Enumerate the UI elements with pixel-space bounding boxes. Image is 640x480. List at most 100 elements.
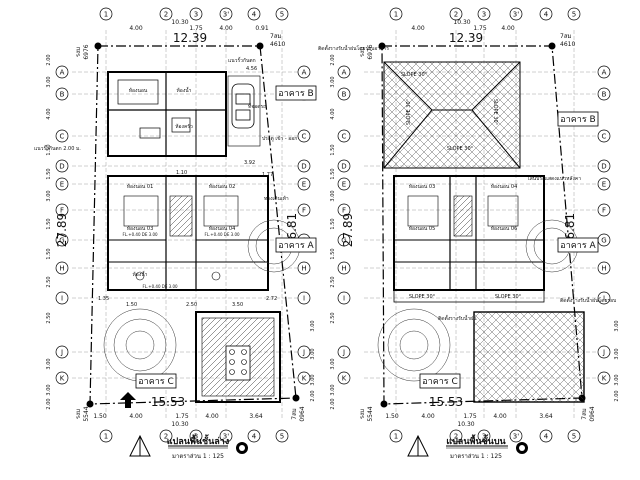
grid-row-bubble: J xyxy=(337,345,351,359)
grid-row-bubble: K xyxy=(297,371,311,385)
ground-top-dim-2: 10.30 xyxy=(171,19,188,26)
grid-row-bubble: D xyxy=(297,159,311,173)
grid-bubble-label: D xyxy=(301,163,306,171)
row-dim: 2.00 xyxy=(310,390,316,401)
upper-boundary-top: 12.39 xyxy=(449,31,483,45)
ground-corner-nw-2: 6976 xyxy=(83,44,90,59)
row-dim: 1.50 xyxy=(46,144,52,155)
grid-row-bubble: F xyxy=(55,203,69,217)
row-dim: 2.50 xyxy=(330,276,336,287)
ground-room-b-2: ห้องน้ำ xyxy=(177,85,192,94)
grid-bubble-label: G xyxy=(601,237,606,245)
grid-col-bubble: 5 xyxy=(275,429,289,443)
upper-top-dim-1: 4.00 xyxy=(411,25,425,32)
upper-boundary-bottom: 15.53 xyxy=(429,395,463,409)
grid-row-bubble: H xyxy=(597,261,611,275)
ground-bottom-overall: 10.30 xyxy=(171,421,188,428)
ground-boundary-top: 12.39 xyxy=(173,31,207,45)
ground-level-3: FL.+0.40 DE 3.00 xyxy=(142,284,178,289)
grid-col-bubble: 5 xyxy=(275,7,289,21)
ground-dim-misc-6: 1.10 xyxy=(176,170,187,176)
upper-top-dim-4: 4.00 xyxy=(501,25,515,32)
upper-top-dim-3: 1.75 xyxy=(473,25,487,32)
upper-slope-4: SLOPE 30° xyxy=(447,146,474,152)
car-symbol xyxy=(231,83,255,129)
ground-floor-plan xyxy=(72,30,301,420)
grid-row-bubble: C xyxy=(297,129,311,143)
grid-bubble-label: 2 xyxy=(164,11,168,19)
upper-bottom-dim-3: 1.75 xyxy=(463,413,477,420)
upper-room-3: ห้องนอน 05 xyxy=(409,225,436,232)
grid-bubble-label: K xyxy=(602,375,607,383)
ground-top-dim-5: 0.91 xyxy=(255,25,269,32)
grid-row-bubble: K xyxy=(55,371,69,385)
row-dim: 3.00 xyxy=(614,320,620,331)
upper-bottom-dim-5: 3.64 xyxy=(539,413,553,420)
upper-corner-nw-1: รงม xyxy=(359,47,366,57)
row-dim: 4.00 xyxy=(46,108,52,119)
building-c-deck xyxy=(195,311,281,403)
grid-bubble-label: H xyxy=(301,265,306,273)
roof-building-b xyxy=(383,61,521,169)
grid-bubble-label: D xyxy=(59,163,64,171)
ground-dim-misc-7: 3.50 xyxy=(232,302,243,308)
grid-bubble-label: 1 xyxy=(104,11,108,19)
row-dim: 3.00 xyxy=(46,76,52,87)
grid-row-bubble: F xyxy=(597,203,611,217)
ground-bottom-dim-4: 4.00 xyxy=(205,413,219,420)
grid-col-bubble: 3' xyxy=(509,429,523,443)
upper-corner-nw-2: 6976 xyxy=(367,44,374,59)
grid-bubble-label: 5 xyxy=(280,11,284,19)
upper-bottom-overall: 10.30 xyxy=(457,421,474,428)
grid-col-bubble: 4 xyxy=(539,7,553,21)
grid-bubble-label: J xyxy=(342,349,345,357)
ground-corner-se-2: 0964 xyxy=(299,406,306,421)
property-boundary xyxy=(89,45,297,405)
grid-row-bubble: C xyxy=(55,129,69,143)
grid-row-bubble: J xyxy=(597,345,611,359)
upper-slope-2: SLOPE 30° xyxy=(406,98,412,125)
grid-col-bubble: 1 xyxy=(389,429,403,443)
ground-note-3: ทางเดินเท้า xyxy=(264,195,289,202)
grid-row-bubble: J xyxy=(55,345,69,359)
upper-slope-5: SLOPE 30° xyxy=(409,294,436,300)
row-dim: 2.00 xyxy=(614,390,620,401)
grid-bubble-label: 3' xyxy=(223,11,229,19)
ground-note-5: ห้องน้ำ xyxy=(133,269,148,278)
row-dim: 1.50 xyxy=(330,144,336,155)
grid-bubble-label: D xyxy=(341,163,346,171)
row-dim: 3.00 xyxy=(46,384,52,395)
upper-scale: มาตราส่วน 1 : 125 xyxy=(450,453,502,460)
grid-bubble-label: F xyxy=(342,207,346,215)
ground-note-4: ประตู เข้า - ออก xyxy=(262,135,297,142)
grid-bubble-label: G xyxy=(341,237,346,245)
grid-col-bubble: 1 xyxy=(99,7,113,21)
row-dim: 3.00 xyxy=(310,320,316,331)
ground-boundary-bottom: 15.53 xyxy=(151,395,185,409)
row-dim: 1.50 xyxy=(46,218,52,229)
grid-row-bubble: E xyxy=(297,177,311,191)
grid-bubble-label: 2 xyxy=(454,433,458,441)
upper-corner-se-1: 7สม xyxy=(581,408,588,419)
grid-col-bubble: 3 xyxy=(477,7,491,21)
grid-row-bubble: H xyxy=(297,261,311,275)
building-b-plan xyxy=(107,71,227,157)
row-dim: 2.50 xyxy=(46,276,52,287)
grid-col-bubble: 1 xyxy=(389,7,403,21)
grid-bubble-label: A xyxy=(302,69,307,77)
row-dim: 2.00 xyxy=(330,54,336,65)
row-dim: 1.50 xyxy=(330,168,336,179)
ground-dim-misc-9: 1.50 xyxy=(126,302,137,308)
upper-corner-ne-1: 7สม xyxy=(560,33,571,40)
grid-row-bubble: I xyxy=(55,291,69,305)
grid-col-bubble: 3 xyxy=(477,429,491,443)
ground-level-2: FL.+0.40 DE 3.00 xyxy=(204,232,240,237)
grid-col-bubble: 2 xyxy=(159,7,173,21)
grid-bubble-label: C xyxy=(302,133,307,141)
grid-bubble-label: E xyxy=(60,181,64,189)
grid-bubble-label: E xyxy=(602,181,606,189)
